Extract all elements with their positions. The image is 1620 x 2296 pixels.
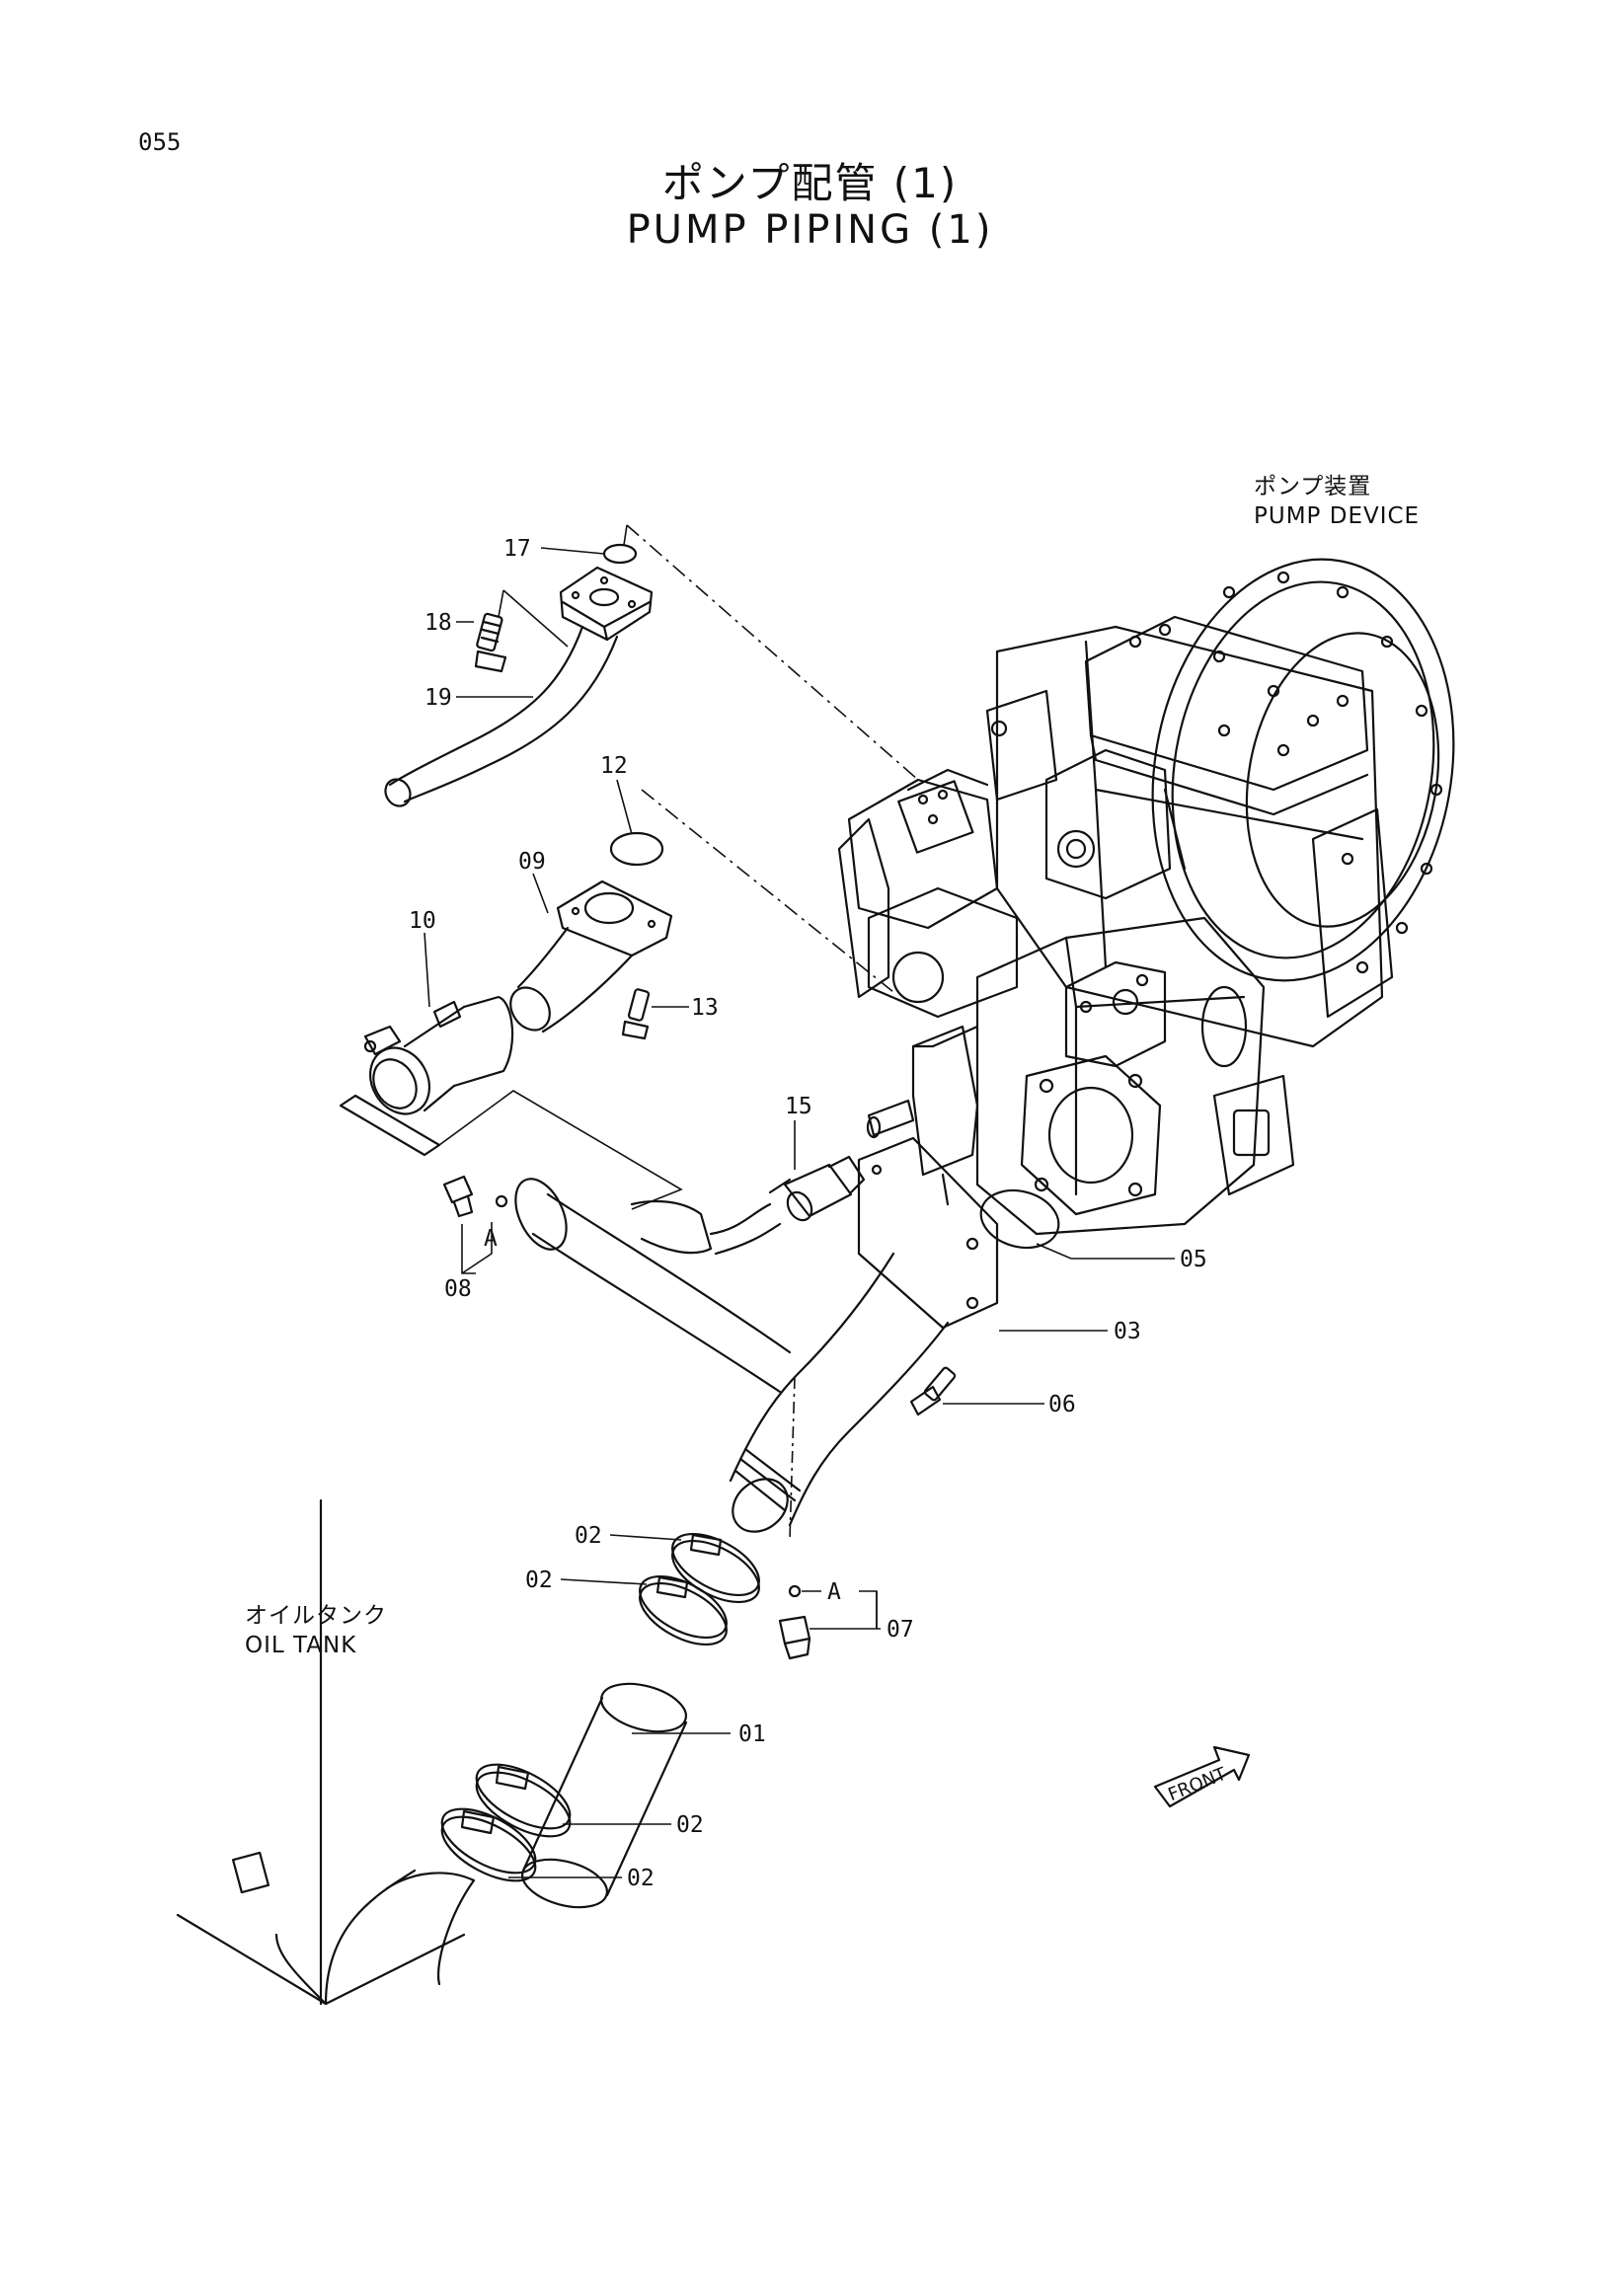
page-title-en: PUMP PIPING (1) [626, 207, 994, 253]
page-title-jp: ポンプ配管 (1) [661, 159, 959, 207]
part-19-flange-block [559, 566, 654, 642]
callout-02-lower-1: 02 [676, 1812, 704, 1838]
callout-07-a: A [827, 1579, 841, 1605]
callout-08-a: A [484, 1226, 498, 1252]
part-17-oring [602, 543, 638, 565]
part-01-hose [521, 1682, 688, 1909]
callout-15: 15 [785, 1094, 812, 1119]
callout-01: 01 [738, 1722, 766, 1747]
part-12-oring [609, 831, 664, 867]
callout-18: 18 [424, 610, 452, 636]
part-07-plug [778, 1584, 811, 1660]
oil-tank-label: オイルタンク OIL TANK [245, 1601, 387, 1660]
callout-06: 06 [1048, 1392, 1076, 1417]
part-09-elbow [509, 880, 673, 1033]
pump-device-label: ポンプ装置 PUMP DEVICE [1254, 472, 1420, 531]
callout-08: 08 [444, 1276, 472, 1302]
callout-17: 17 [503, 536, 531, 562]
part-02-clamp-lower-1 [475, 1763, 572, 1838]
front-arrow [1153, 1745, 1251, 1808]
callout-03: 03 [1114, 1319, 1141, 1344]
pump-device-label-jp: ポンプ装置 [1254, 474, 1372, 499]
callout-13: 13 [691, 995, 719, 1021]
part-06-bolt [909, 1366, 957, 1416]
oil-tank-label-jp: オイルタンク [245, 1603, 387, 1629]
part-10-hose-clamp [339, 995, 514, 1157]
part-08-plug [442, 1175, 508, 1218]
pump-device-label-en: PUMP DEVICE [1254, 503, 1421, 529]
callout-07: 07 [887, 1617, 914, 1643]
oil-tank-drawing [176, 1498, 476, 2006]
pump-device-drawing [837, 558, 1455, 1236]
callout-02-upper-1: 02 [575, 1523, 602, 1549]
oil-tank-label-en: OIL TANK [245, 1633, 357, 1658]
callout-02-upper-2: 02 [525, 1568, 553, 1593]
part-02-clamp-lower-2 [440, 1807, 537, 1882]
callout-09: 09 [518, 849, 546, 875]
callout-19: 19 [424, 685, 452, 711]
page-number: 055 [138, 128, 182, 156]
callout-12: 12 [600, 753, 628, 779]
part-18-bolt [474, 612, 507, 673]
part-15-fitting [768, 1155, 866, 1222]
callout-02-lower-2: 02 [627, 1866, 655, 1891]
callout-05: 05 [1180, 1247, 1207, 1272]
part-13-bolt [621, 988, 651, 1040]
part-03-suction-pipe [514, 1136, 999, 1533]
part-19-pipe [384, 625, 619, 807]
callout-10: 10 [409, 908, 436, 934]
